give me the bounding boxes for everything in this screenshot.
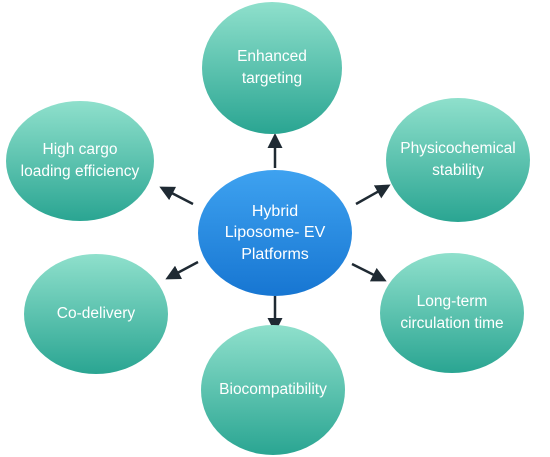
arrow-to-co-delivery: [165, 260, 199, 280]
node-co-delivery: [24, 254, 168, 374]
node-enhanced-targeting: [202, 2, 342, 134]
physicochemical-stability-label: Physicochemical stability: [400, 139, 516, 179]
arrow-to-high-cargo-loading: [159, 186, 194, 206]
center-node-label: Hybrid Liposome- EV Platforms: [224, 202, 326, 263]
node-high-cargo-loading: [6, 101, 154, 221]
node-long-term-circulation: [380, 253, 524, 373]
biocompatibility-label: Biocompatibility: [219, 380, 327, 398]
co-delivery-label: Co-delivery: [56, 304, 136, 322]
arrow-to-long-term-circulation: [351, 262, 387, 282]
long-term-circulation-label: Long-term circulation time: [400, 292, 504, 332]
node-physicochemical-stability: [386, 98, 530, 222]
node-biocompatibility: [201, 325, 345, 455]
enhanced-targeting-label: Enhanced targeting: [237, 47, 307, 87]
high-cargo-loading-label: High cargo loading efficiency: [20, 140, 140, 180]
arrow-to-physicochemical-stability: [355, 184, 391, 206]
center-node: [198, 170, 352, 296]
